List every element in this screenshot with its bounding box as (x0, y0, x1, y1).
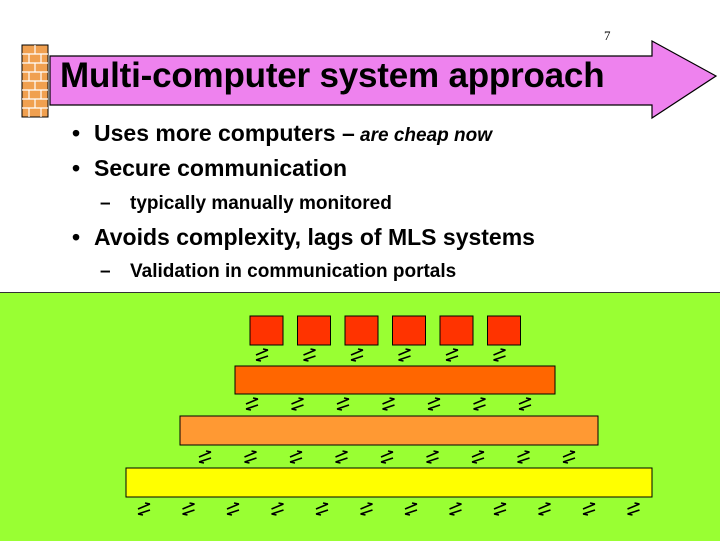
sub-bullet-text: typically manually monitored (130, 193, 392, 214)
link-arrow-icon (245, 451, 257, 463)
bullet-avoids-complexity: •Avoids complexity, lags of MLS systems (72, 224, 535, 251)
link-arrow-icon (539, 503, 551, 515)
link-arrow-icon (361, 503, 373, 515)
link-arrow-icon (405, 503, 417, 515)
multi-computer-diagram (0, 292, 720, 540)
tier-2-bar (235, 366, 555, 394)
bullet-dot: • (72, 120, 94, 147)
slide-title: Multi-computer system approach (60, 56, 604, 96)
page-number: 7 (604, 28, 611, 44)
sub-bullet-manually-monitored: –typically manually monitored (100, 193, 392, 215)
link-arrow-icon (583, 503, 595, 515)
link-arrow-icon (337, 398, 349, 410)
computer-box (440, 316, 473, 345)
link-arrow-icon (474, 398, 486, 410)
sub-bullet-validation-portals: –Validation in communication portals (100, 261, 456, 283)
link-arrow-icon (336, 451, 348, 463)
computer-box (488, 316, 521, 345)
link-arrow-icon (304, 349, 316, 361)
link-arrow-icon (381, 451, 393, 463)
bullet-text-italic: are cheap now (355, 125, 492, 146)
link-arrow-icon (494, 349, 506, 361)
tier-3-bar (180, 416, 598, 445)
link-arrow-icon (256, 349, 268, 361)
link-arrow-icon (227, 503, 239, 515)
bullet-secure-communication: •Secure communication (72, 155, 347, 182)
sub-bullet-text: Validation in communication portals (130, 261, 456, 282)
sub-bullet-dash: – (100, 193, 130, 215)
link-arrow-icon (519, 398, 531, 410)
bullet-dot: • (72, 155, 94, 182)
bullet-text: Avoids complexity, lags of MLS systems (94, 224, 535, 250)
link-arrow-icon (399, 349, 411, 361)
link-arrow-icon (138, 503, 150, 515)
link-arrow-icon (272, 503, 284, 515)
computer-box (250, 316, 283, 345)
tier-4-bar (126, 468, 652, 497)
link-arrow-icon (427, 451, 439, 463)
link-arrow-icon (563, 451, 575, 463)
computer-box (393, 316, 426, 345)
link-arrow-icon (199, 451, 211, 463)
link-arrow-icon (428, 398, 440, 410)
link-arrow-icon (316, 503, 328, 515)
link-arrow-icon (446, 349, 458, 361)
link-arrow-icon (494, 503, 506, 515)
link-arrow-icon (472, 451, 484, 463)
link-arrow-icon (351, 349, 363, 361)
bullet-dot: • (72, 224, 94, 251)
link-arrow-icon (292, 398, 304, 410)
link-arrow-icon (518, 451, 530, 463)
computer-box (345, 316, 378, 345)
link-arrow-icon (183, 503, 195, 515)
bullet-uses-more-computers: •Uses more computers – are cheap now (72, 120, 492, 147)
link-arrow-icon (450, 503, 462, 515)
computer-box (298, 316, 331, 345)
bullet-text: Secure communication (94, 155, 347, 181)
link-arrow-icon (383, 398, 395, 410)
link-arrow-icon (628, 503, 640, 515)
bullet-text: Uses more computers – (94, 120, 355, 146)
firewall-icon (22, 45, 48, 117)
link-arrow-icon (290, 451, 302, 463)
link-arrow-icon (246, 398, 258, 410)
sub-bullet-dash: – (100, 261, 130, 283)
